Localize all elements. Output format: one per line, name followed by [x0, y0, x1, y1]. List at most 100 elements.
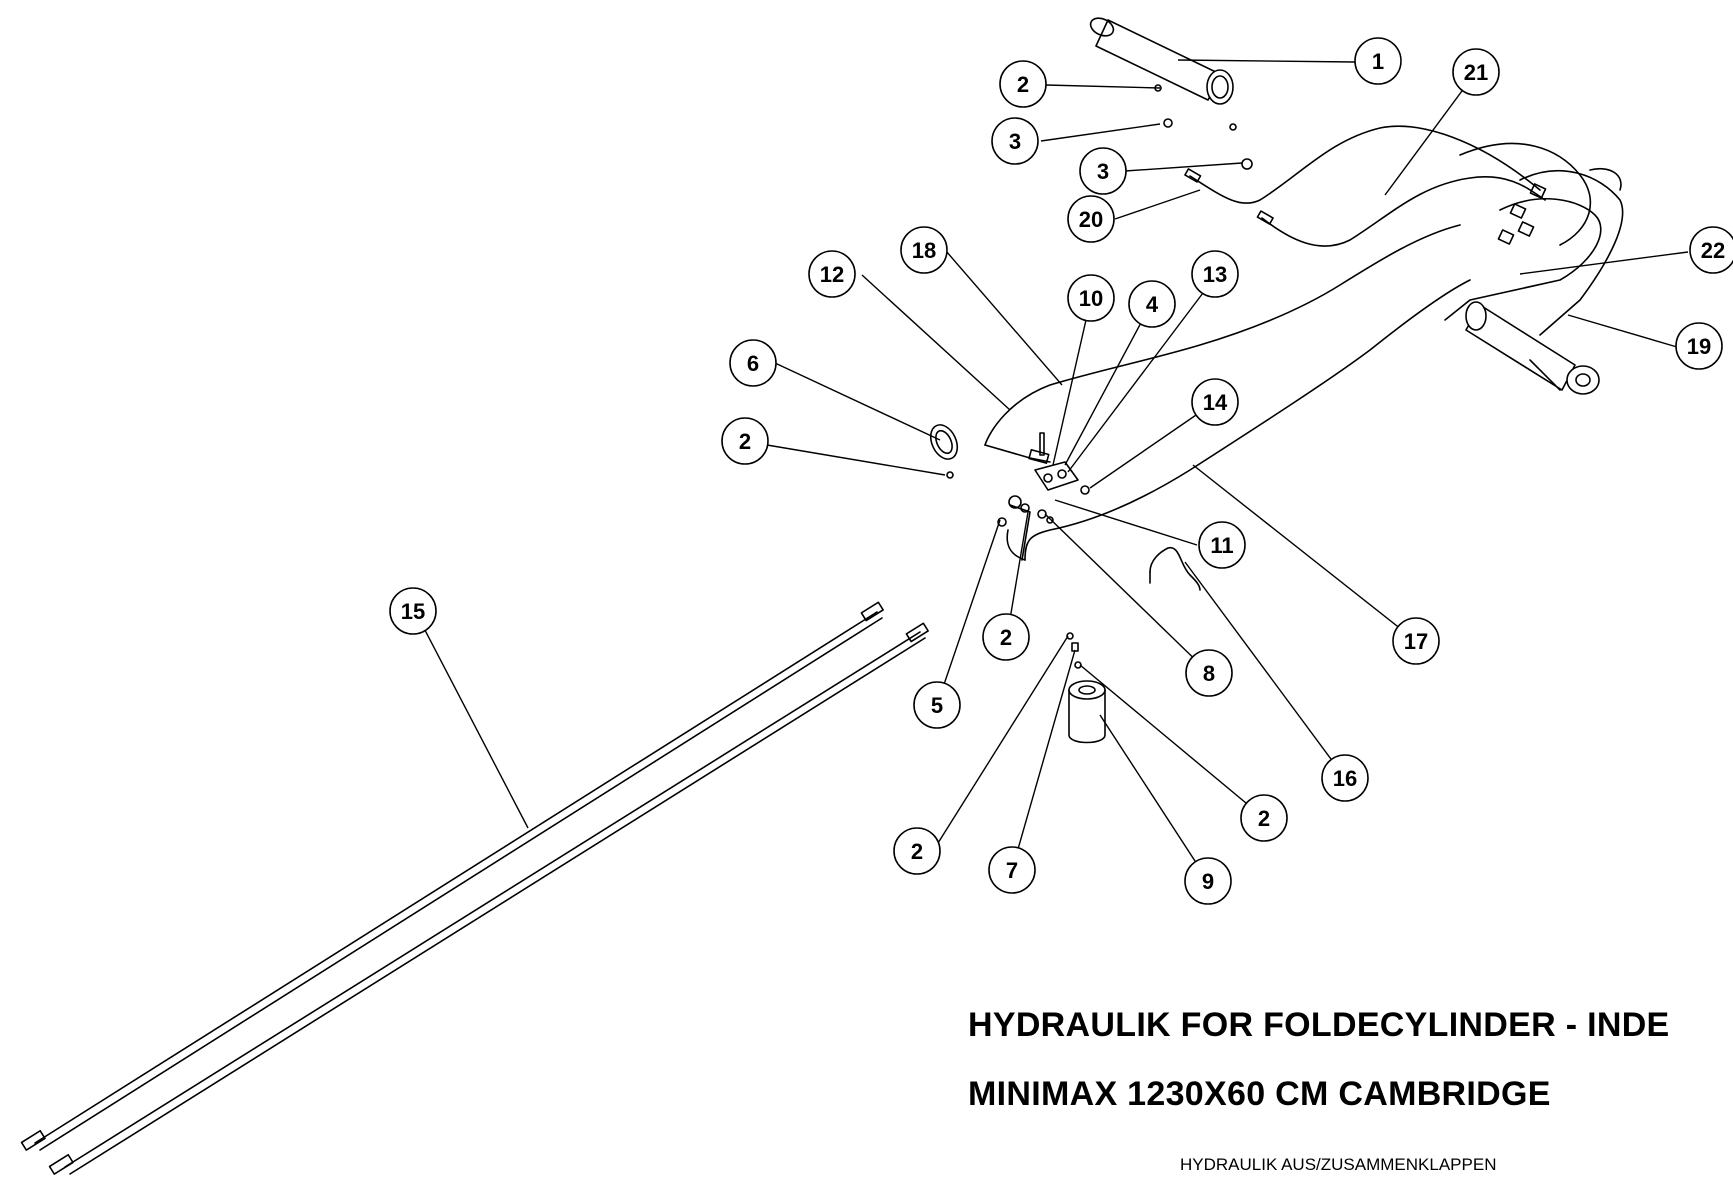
callout-circle: [1191, 250, 1239, 298]
callout-circle: [1128, 280, 1176, 328]
callout-2: 2: [1240, 794, 1288, 842]
callout-label: 19: [1687, 334, 1711, 359]
callout-label: 9: [1202, 869, 1214, 894]
callout-label: 6: [747, 351, 759, 376]
diagram-subtitle-line-1: HYDRAULIK AUS/ZUSAMMENKLAPPEN: [1180, 1155, 1497, 1174]
callout-circle: [1185, 649, 1233, 697]
callout-circle: [1675, 322, 1723, 370]
callout-label: 13: [1203, 262, 1227, 287]
callout-15: 15: [389, 587, 437, 635]
callout-4: 4: [1128, 280, 1176, 328]
callout-18: 18: [900, 226, 948, 274]
callout-7: 7: [988, 846, 1036, 894]
hose-21: [1459, 142, 1592, 246]
diagram-title-line-2: MINIMAX 1230X60 CM CAMBRIDGE: [968, 1075, 1551, 1113]
hose-20-b: [1261, 176, 1546, 247]
callout-3: 3: [1079, 147, 1127, 195]
manifold-lower: [997, 495, 1054, 561]
callout-8: 8: [1185, 649, 1233, 697]
callout-circle: [991, 117, 1039, 165]
callout-circle: [1067, 274, 1115, 322]
fitting-small: [1071, 642, 1079, 652]
hose-22-b: [1444, 198, 1602, 321]
callout-17: 17: [1392, 617, 1440, 665]
callout-10: 10: [1067, 274, 1115, 322]
callout-circle: [1354, 37, 1402, 85]
callout-label: 2: [911, 839, 923, 864]
callout-circle: [1191, 378, 1239, 426]
callout-label: 4: [1146, 292, 1159, 317]
callout-label: 2: [1017, 72, 1029, 97]
callout-circle: [1689, 226, 1733, 274]
callout-circle: [1240, 794, 1288, 842]
callout-label: 18: [912, 238, 936, 263]
callout-22: 22: [1689, 226, 1733, 274]
callout-2: 2: [982, 613, 1030, 661]
fitting-small: [1066, 632, 1074, 640]
callout-circle: [729, 339, 777, 387]
fitting-small: [1241, 158, 1253, 170]
hose-16: [1149, 547, 1201, 591]
callout-circle: [900, 226, 948, 274]
callout-label: 16: [1333, 766, 1357, 791]
callout-circle: [1067, 195, 1115, 243]
callout-label: 22: [1701, 238, 1725, 263]
callout-circle: [1184, 857, 1232, 905]
callout-circle: [808, 250, 856, 298]
fitting-small: [1229, 123, 1237, 131]
callout-label: 12: [820, 262, 844, 287]
leader-lines: [414, 59, 1689, 882]
callout-label: 2: [1000, 625, 1012, 650]
hose-17: [1024, 279, 1471, 561]
callout-16: 16: [1321, 754, 1369, 802]
hose-18: [984, 224, 1461, 446]
callout-11: 11: [1198, 521, 1246, 569]
callout-label: 21: [1464, 60, 1488, 85]
hose-22: [1519, 170, 1624, 336]
callout-3: 3: [991, 117, 1039, 165]
callout-5: 5: [913, 681, 961, 729]
callout-circle: [988, 846, 1036, 894]
callout-14: 14: [1191, 378, 1239, 426]
callout-20: 20: [1067, 195, 1115, 243]
clamp-part-6: [929, 424, 959, 479]
callout-circle: [1392, 617, 1440, 665]
callout-6: 6: [729, 339, 777, 387]
callout-label: 15: [401, 599, 425, 624]
callout-circle: [982, 613, 1030, 661]
callout-label: 1: [1372, 49, 1384, 74]
cylinder-part-19: [1465, 301, 1600, 395]
callout-label: 17: [1404, 629, 1428, 654]
diagram-title-line-1: HYDRAULIK FOR FOLDECYLINDER - INDE: [968, 1006, 1670, 1044]
callout-circle: [913, 681, 961, 729]
callout-2: 2: [893, 827, 941, 875]
filter-part-9: [1068, 680, 1106, 744]
callout-circle: [721, 417, 769, 465]
parts-drawing: [20, 17, 1624, 1175]
callout-label: 3: [1097, 159, 1109, 184]
fitting-small: [1163, 118, 1173, 128]
callout-label: 2: [1258, 806, 1270, 831]
callout-label: 7: [1006, 858, 1018, 883]
fitting-cluster: [1497, 183, 1547, 245]
callout-label: 10: [1079, 286, 1103, 311]
callout-2: 2: [999, 60, 1047, 108]
callout-circle: [1452, 48, 1500, 96]
cylinder-part-1: [1089, 17, 1234, 105]
callout-label: 14: [1203, 390, 1228, 415]
callout-label: 3: [1009, 129, 1021, 154]
callout-label: 8: [1203, 661, 1215, 686]
callout-label: 11: [1210, 533, 1233, 558]
callout-circle: [893, 827, 941, 875]
callout-21: 21: [1452, 48, 1500, 96]
callout-circle: [1079, 147, 1127, 195]
long-hose-part-15: [20, 601, 929, 1175]
callout-13: 13: [1191, 250, 1239, 298]
callout-circle: [1321, 754, 1369, 802]
callout-1: 1: [1354, 37, 1402, 85]
callout-label: 20: [1079, 207, 1103, 232]
hose-22-c: [1589, 168, 1622, 191]
callout-2: 2: [721, 417, 769, 465]
